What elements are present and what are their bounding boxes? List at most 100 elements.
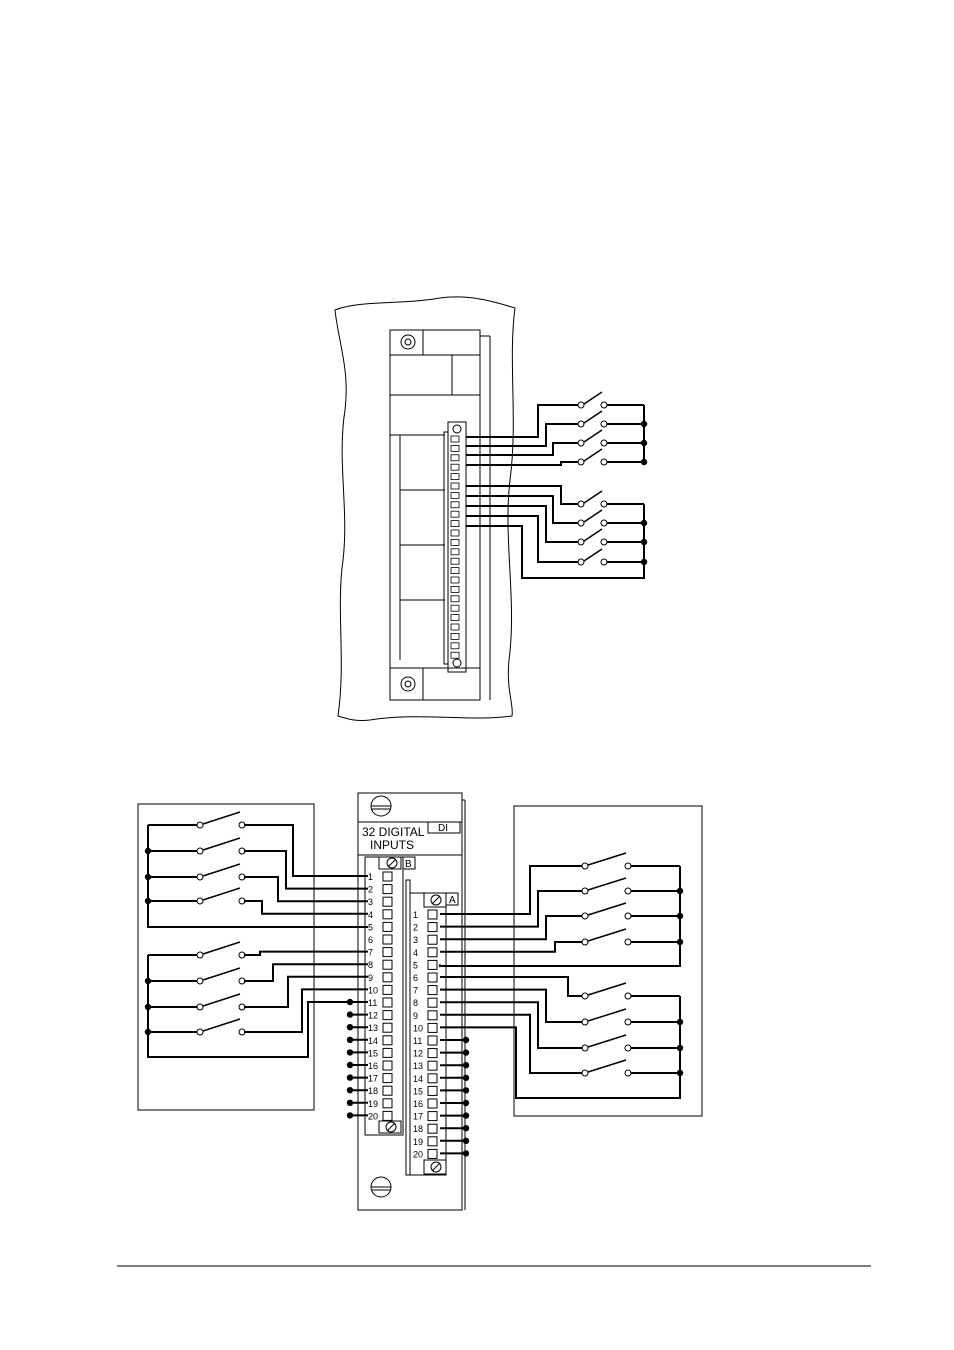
terminal-number: 15 bbox=[368, 1048, 378, 1058]
junction-dot bbox=[641, 539, 647, 545]
terminal-screw-square bbox=[428, 923, 437, 932]
terminal-b-8: 8 bbox=[368, 960, 392, 970]
terminal-number: 14 bbox=[413, 1074, 423, 1084]
stub-end-dot bbox=[347, 1049, 353, 1055]
contact-terminal bbox=[601, 559, 607, 565]
contact-terminal bbox=[197, 898, 203, 904]
terminal-number: 16 bbox=[368, 1061, 378, 1071]
terminal-screw-square bbox=[428, 1112, 437, 1121]
terminal-screw-square bbox=[383, 1061, 392, 1070]
terminal-screw-square bbox=[383, 910, 392, 919]
switch-contact bbox=[197, 1019, 245, 1035]
contact-terminal bbox=[197, 848, 203, 854]
terminal-number: 13 bbox=[368, 1023, 378, 1033]
switch-blade bbox=[584, 392, 602, 404]
terminal-slot bbox=[451, 530, 459, 536]
terminal-b-15: 15 bbox=[368, 1048, 392, 1058]
contact-terminal bbox=[578, 402, 584, 408]
terminal-b-11: 11 bbox=[368, 998, 392, 1008]
stub-end-dot bbox=[347, 1074, 353, 1080]
terminal-screw-square bbox=[383, 885, 392, 894]
switch-contact bbox=[197, 942, 245, 958]
terminal-b-6: 6 bbox=[368, 935, 392, 945]
contact-terminal bbox=[578, 501, 584, 507]
terminal-slot bbox=[451, 568, 459, 574]
terminal-slot bbox=[451, 643, 459, 649]
stub-end-dot bbox=[463, 1062, 469, 1068]
terminal-number: 19 bbox=[413, 1137, 423, 1147]
switch-contact bbox=[582, 929, 631, 945]
contact-terminal bbox=[197, 1004, 203, 1010]
terminal-number: 3 bbox=[368, 897, 373, 907]
terminal-number: 2 bbox=[413, 923, 418, 933]
switch-contact bbox=[578, 529, 607, 545]
contact-terminal bbox=[578, 559, 584, 565]
terminal-b-9: 9 bbox=[368, 973, 392, 983]
left-field-box bbox=[138, 804, 314, 1110]
terminal-screw-square bbox=[428, 1036, 437, 1045]
field-wire bbox=[440, 891, 582, 927]
terminal-number: 17 bbox=[368, 1074, 378, 1084]
stub-end-dot bbox=[347, 1100, 353, 1106]
terminal-slot bbox=[451, 624, 459, 630]
terminal-screw-square bbox=[383, 1011, 392, 1020]
contact-terminal bbox=[601, 402, 607, 408]
terminal-a-6: 6 bbox=[413, 973, 437, 983]
terminal-slot bbox=[451, 577, 459, 583]
switch-contact bbox=[582, 1060, 631, 1076]
field-wire bbox=[466, 443, 578, 455]
terminal-number: 18 bbox=[368, 1086, 378, 1096]
stub-end-dot bbox=[463, 1075, 469, 1081]
terminal-screw-square bbox=[428, 1099, 437, 1108]
switch-contact bbox=[578, 392, 607, 408]
terminal-number: 9 bbox=[413, 1011, 418, 1021]
terminal-screw-square bbox=[383, 1023, 392, 1032]
terminal-a-19: 19 bbox=[413, 1137, 437, 1147]
switch-blade bbox=[588, 1060, 626, 1072]
switch-contact bbox=[578, 491, 607, 507]
terminal-slot bbox=[451, 539, 459, 545]
switch-blade bbox=[203, 942, 240, 954]
junction-dot bbox=[145, 978, 151, 984]
terminal-screw-square bbox=[428, 1023, 437, 1032]
junction-dot bbox=[145, 874, 151, 880]
junction-dot bbox=[641, 559, 647, 565]
connector-a-terminals: 1234567891011121314151617181920 bbox=[413, 910, 437, 1159]
contact-terminal bbox=[578, 421, 584, 427]
terminal-screw-square bbox=[428, 910, 437, 919]
contact-terminal bbox=[625, 1019, 631, 1025]
terminal-screw-square bbox=[383, 897, 392, 906]
terminal-b-12: 12 bbox=[368, 1011, 392, 1021]
junction-dot bbox=[677, 939, 683, 945]
right-field-box bbox=[514, 806, 702, 1116]
terminal-screw-square bbox=[383, 935, 392, 944]
terminal-a-2: 2 bbox=[413, 923, 437, 933]
switch-blade bbox=[588, 929, 626, 941]
switch-blade bbox=[588, 1009, 626, 1021]
stub-end-dot bbox=[463, 1087, 469, 1093]
contact-terminal bbox=[582, 1019, 588, 1025]
terminal-slot bbox=[451, 586, 459, 592]
switch-blade bbox=[584, 449, 602, 461]
stub-end-dot bbox=[463, 1100, 469, 1106]
terminal-number: 1 bbox=[368, 872, 373, 882]
terminal-a-14: 14 bbox=[413, 1074, 437, 1084]
terminal-number: 18 bbox=[413, 1124, 423, 1134]
terminal-screw-square bbox=[383, 1111, 392, 1120]
contact-terminal bbox=[582, 1070, 588, 1076]
terminal-number: 10 bbox=[413, 1023, 423, 1033]
terminal-number: 4 bbox=[413, 948, 418, 958]
switch-blade bbox=[584, 491, 602, 503]
switch-blade bbox=[203, 838, 240, 850]
terminal-slot bbox=[451, 652, 459, 658]
switch-contact bbox=[582, 1035, 631, 1051]
switch-blade bbox=[588, 903, 626, 915]
switch-blade bbox=[588, 853, 626, 865]
front-bottom-screw-icon bbox=[371, 1177, 391, 1197]
terminal-screw-square bbox=[383, 985, 392, 994]
switch-contact bbox=[197, 968, 245, 984]
terminal-a-11: 11 bbox=[413, 1036, 437, 1046]
junction-dot bbox=[641, 421, 647, 427]
switch-blade bbox=[203, 994, 240, 1006]
contact-terminal bbox=[601, 421, 607, 427]
